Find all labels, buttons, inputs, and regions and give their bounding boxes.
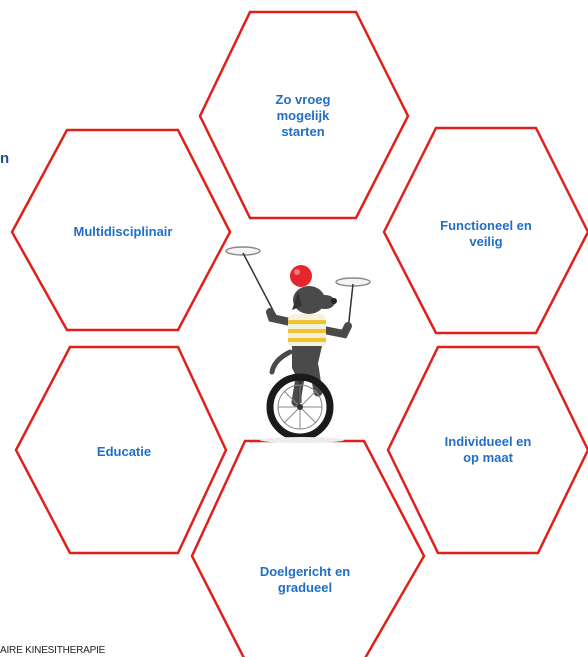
hex-label-line: op maat	[463, 450, 513, 465]
hex-label-line: Educatie	[96, 444, 152, 459]
hex-functioneel-en-veilig: Functioneel en veilig	[416, 216, 556, 252]
hex-shape-lower-left	[14, 345, 228, 555]
hex-shape-top	[198, 10, 410, 220]
hex-label-line: starten	[281, 124, 325, 139]
hex-shape-upper-right	[382, 126, 588, 335]
red-ball-icon	[290, 265, 312, 287]
hex-doelgericht-en-gradueel: Doelgericht en gradueel	[238, 562, 372, 598]
hex-label-line: Individueel en	[444, 434, 532, 449]
hex-label-line: Doelgericht en	[259, 564, 351, 579]
footer-text: AIRE KINESITHERAPIE	[0, 645, 106, 656]
hex-educatie: Educatie	[56, 440, 192, 464]
hex-zo-vroeg-mogelijk-starten: Zo vroeg mogelijk starten	[235, 86, 371, 146]
hex-label-line: Multidisciplinair	[73, 224, 173, 239]
hex-label-line: gradueel	[277, 580, 333, 595]
hex-label-line: mogelijk	[276, 108, 330, 123]
hex-label-line: Zo vroeg	[275, 92, 331, 107]
hex-shape-upper-left	[10, 128, 232, 332]
left-plate-icon	[225, 246, 261, 256]
unicycle-dog-illustration	[225, 246, 371, 443]
unicycle-wheel-icon	[266, 373, 334, 441]
hex-shape-lower-right	[386, 345, 588, 555]
edge-letter-fragment: n	[0, 150, 10, 167]
hex-individueel-en-op-maat: Individueel en op maat	[418, 432, 558, 468]
hex-shape-bottom	[190, 439, 426, 657]
hex-multidisciplinair: Multidisciplinair	[50, 220, 196, 244]
hex-label-line: veilig	[469, 234, 503, 249]
hex-label-line: Functioneel en	[440, 218, 532, 233]
